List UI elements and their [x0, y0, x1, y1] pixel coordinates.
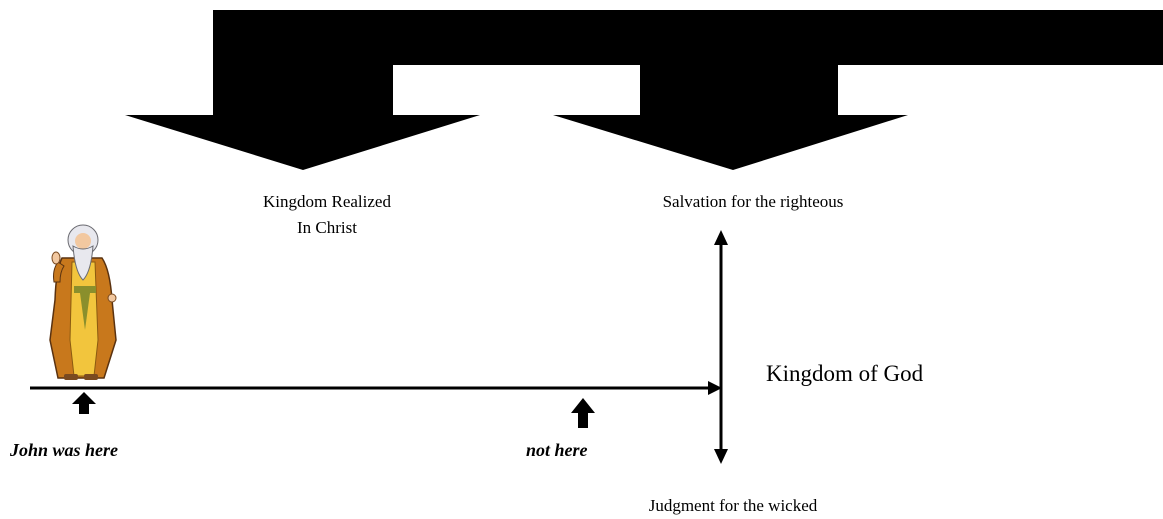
kingdom-of-god-label: Kingdom of God [766, 361, 924, 386]
kingdom-double-arrow [714, 230, 728, 464]
john-was-here-label: John was here [10, 440, 119, 460]
top-band [125, 10, 1163, 170]
kingdom-realized-label: Kingdom Realized [263, 192, 391, 211]
top-band-arrows [125, 10, 1163, 170]
in-christ-label: In Christ [297, 218, 357, 237]
not-here-marker-arrow [571, 398, 595, 428]
prophet-figure-icon [49, 224, 117, 380]
judgment-label: Judgment for the wicked [648, 496, 818, 515]
timeline-arrow [30, 381, 722, 395]
john-marker-arrow [72, 392, 96, 414]
salvation-label: Salvation for the righteous [662, 192, 844, 211]
not-here-label: not here [526, 440, 588, 460]
